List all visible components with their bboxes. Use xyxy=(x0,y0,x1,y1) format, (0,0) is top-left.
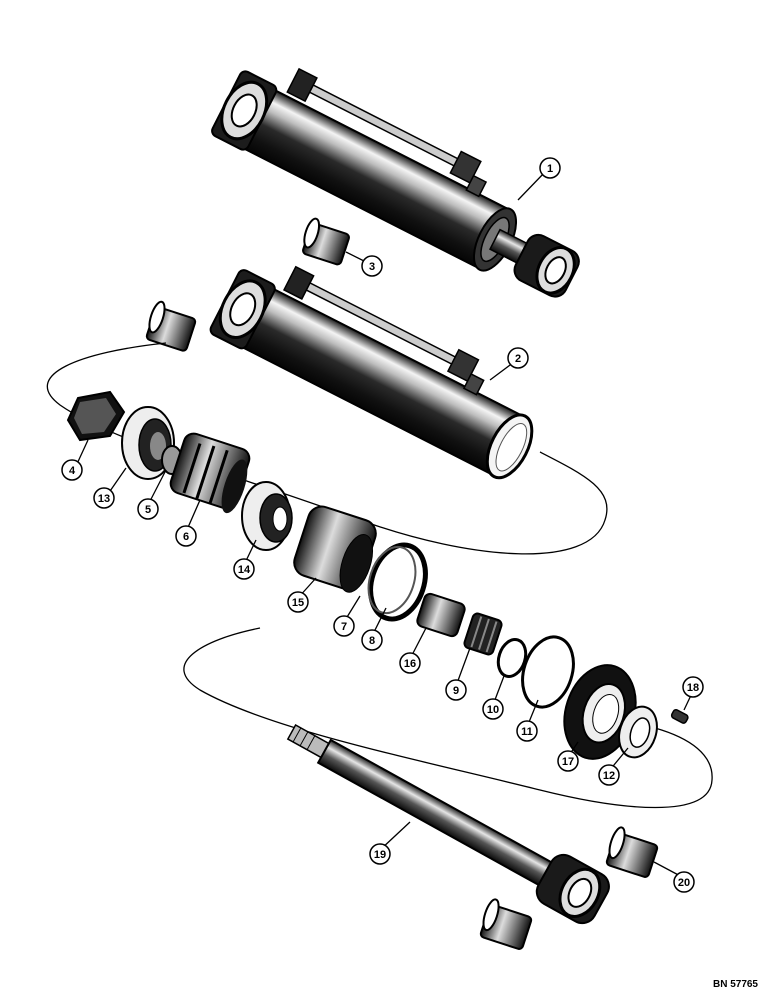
callout-circle xyxy=(673,871,695,893)
callout-number: 3 xyxy=(369,261,375,273)
callout-circle xyxy=(333,615,355,637)
callout-number: 11 xyxy=(521,726,533,738)
callout-15: 15 xyxy=(287,591,309,613)
callout-circle xyxy=(557,750,579,772)
callout-number: 1 xyxy=(547,163,553,175)
piston-rod-part-19 xyxy=(286,724,610,925)
callout-number: 20 xyxy=(678,877,690,889)
washer-part-12 xyxy=(618,705,658,759)
callout-19: 19 xyxy=(369,843,391,865)
callout-circle xyxy=(93,487,115,509)
callout-number: 2 xyxy=(515,353,521,365)
callout-number: 19 xyxy=(374,849,386,861)
callout-number: 4 xyxy=(69,465,76,477)
callout-18: 18 xyxy=(682,676,704,698)
callout-7: 7 xyxy=(333,615,355,637)
callout-8: 8 xyxy=(361,629,383,651)
lower-group-outline xyxy=(183,627,713,809)
cylinder-tube-part-2 xyxy=(209,265,534,480)
nut-part-4 xyxy=(66,390,126,442)
callout-circle xyxy=(137,498,159,520)
callout-number: 18 xyxy=(687,682,699,694)
callout-10: 10 xyxy=(482,698,504,720)
callout-2: 2 xyxy=(507,347,529,369)
callout-circle xyxy=(361,629,383,651)
callout-circle xyxy=(369,843,391,865)
bushing-upper-left xyxy=(145,300,197,352)
callout-number: 13 xyxy=(98,493,110,505)
callout-number: 5 xyxy=(145,504,151,516)
cylinder-assembly-part-1 xyxy=(211,67,580,298)
end-cap-part-17 xyxy=(563,664,637,760)
callout-9: 9 xyxy=(445,679,467,701)
callout-number: 15 xyxy=(292,597,304,609)
ring-part-8 xyxy=(368,542,428,622)
callout-5: 5 xyxy=(137,498,159,520)
callout-circle xyxy=(287,591,309,613)
callout-number: 17 xyxy=(562,756,574,768)
callout-circle xyxy=(61,459,83,481)
callout-3: 3 xyxy=(361,255,383,277)
callout-number: 10 xyxy=(487,704,499,716)
callout-circle xyxy=(516,720,538,742)
callout-number: 8 xyxy=(369,635,375,647)
ring-part-7 xyxy=(367,545,417,615)
callout-11: 11 xyxy=(516,720,538,742)
callout-13: 13 xyxy=(93,487,115,509)
callout-circle xyxy=(445,679,467,701)
screw-part-18 xyxy=(670,709,689,724)
callout-number: 12 xyxy=(603,770,615,782)
piston-part-6 xyxy=(169,432,251,514)
drawing-reference-code: BN 57765 xyxy=(712,979,758,990)
callout-number: 14 xyxy=(238,564,251,576)
bushing-bottom xyxy=(479,898,533,950)
callout-circle xyxy=(507,347,529,369)
bushing-part-3 xyxy=(302,217,350,266)
callout-circle xyxy=(175,525,197,547)
callout-14: 14 xyxy=(233,558,255,580)
o-ring-part-10 xyxy=(496,637,528,679)
callout-circle xyxy=(682,676,704,698)
seal-part-14 xyxy=(241,481,293,551)
callout-6: 6 xyxy=(175,525,197,547)
callout-number: 7 xyxy=(341,621,347,633)
callout-number: 16 xyxy=(404,658,416,670)
callout-circle xyxy=(598,764,620,786)
callout-12: 12 xyxy=(598,764,620,786)
callout-circle xyxy=(539,157,561,179)
callout-circle xyxy=(233,558,255,580)
callout-1: 1 xyxy=(539,157,561,179)
bushing-part-20 xyxy=(605,826,659,878)
o-ring-part-11 xyxy=(521,635,575,709)
gland-part-15 xyxy=(293,505,377,593)
callout-4: 4 xyxy=(61,459,83,481)
sleeve-part-16 xyxy=(416,592,466,638)
callout-circle xyxy=(399,652,421,674)
callout-16: 16 xyxy=(399,652,421,674)
callout-circle xyxy=(482,698,504,720)
callout-17: 17 xyxy=(557,750,579,772)
callout-number: 6 xyxy=(183,531,189,543)
callout-number: 9 xyxy=(453,685,459,697)
callout-20: 20 xyxy=(673,871,695,893)
callout-circle xyxy=(361,255,383,277)
threaded-part-9 xyxy=(463,612,503,656)
piston-cup-part-13 xyxy=(121,406,175,480)
